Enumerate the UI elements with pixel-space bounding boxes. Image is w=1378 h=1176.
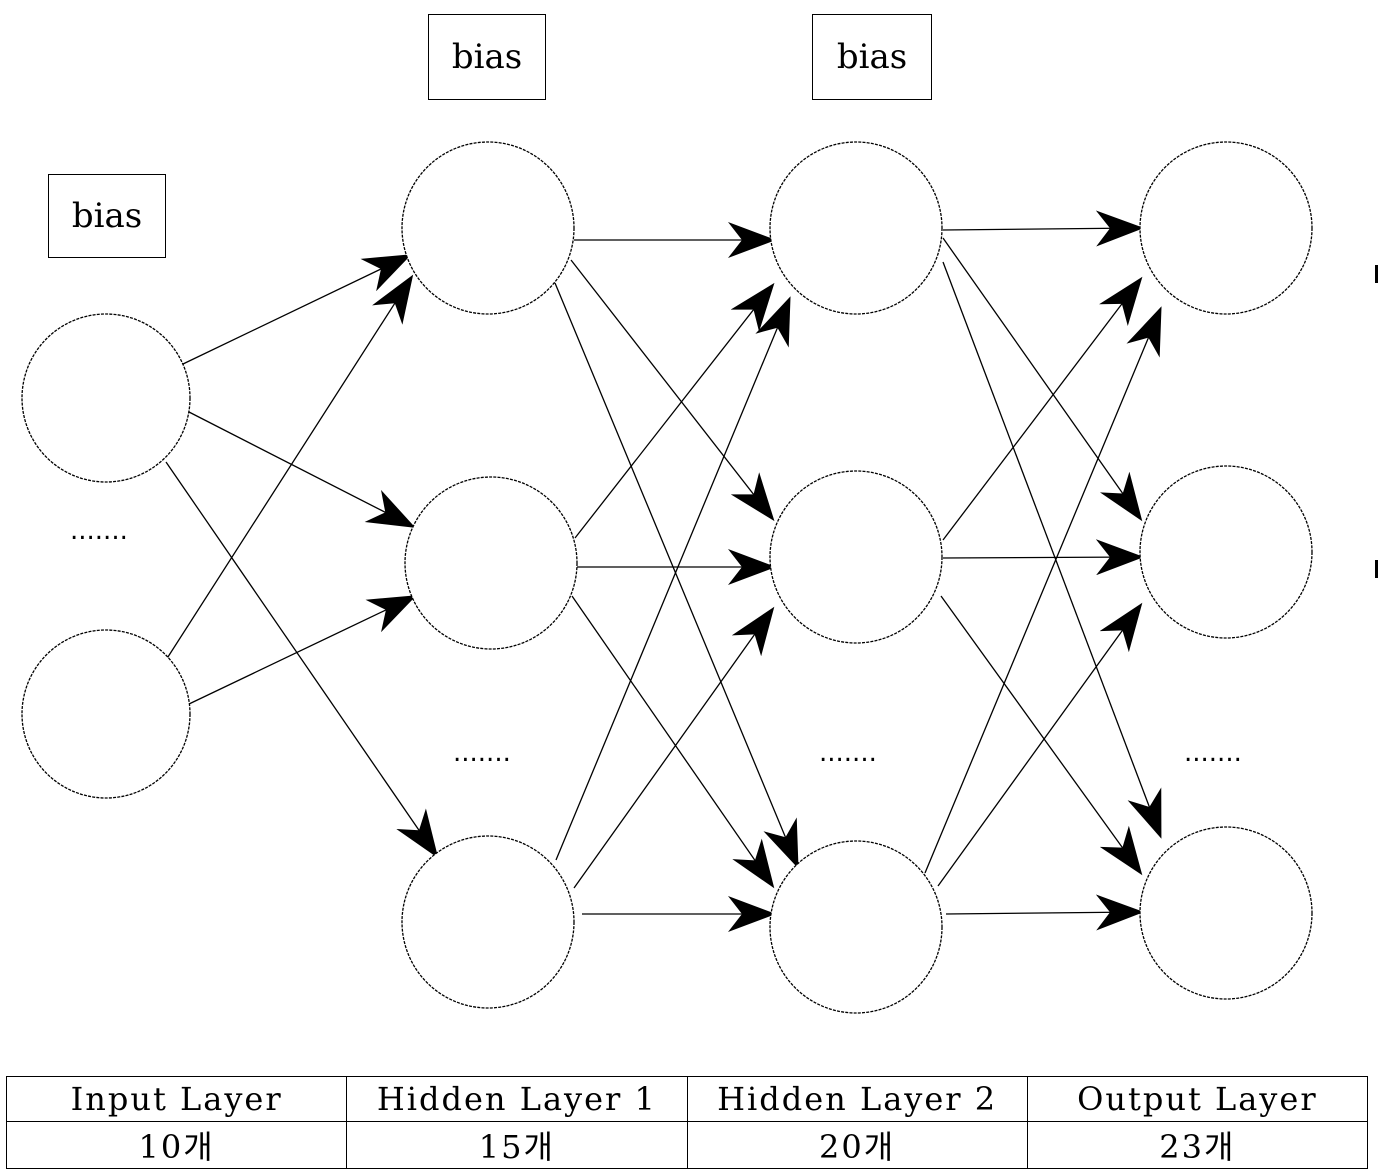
edge-i2-h1b [188, 595, 417, 705]
edge-h1b-h2a [574, 282, 775, 539]
edge-h2b-oa [942, 276, 1143, 541]
output-node-1 [1139, 141, 1313, 315]
table-row-names: Input Layer Hidden Layer 1 Hidden Layer … [5, 1076, 1369, 1122]
network-diagram [21, 141, 1313, 1014]
edge-i2-h1a [165, 274, 414, 661]
edge-h2a-ob [942, 237, 1143, 522]
edge-h2b-ob [942, 539, 1144, 576]
layer-size-table: Input Layer Hidden Layer 1 Hidden Layer … [5, 1076, 1369, 1169]
edge-h1a-h2b [570, 259, 775, 522]
hidden2-node-2 [769, 470, 943, 644]
edge-h1b-h2c [571, 595, 775, 889]
edge-i1-h1a [182, 254, 412, 365]
hidden1-node-3 [401, 835, 575, 1009]
ellipsis-output: ....... [1184, 738, 1242, 768]
connections [165, 210, 1162, 932]
edge-h2c-ob [937, 602, 1143, 887]
bias-box-input: bias [48, 174, 166, 258]
ellipsis-hidden2: ....... [819, 738, 877, 768]
edge-h1c-h2a [555, 296, 791, 861]
edge-mark-top [1375, 265, 1378, 283]
edge-h2a-oc [942, 261, 1162, 839]
layer-count-hidden1: 15개 [346, 1121, 688, 1169]
layer-count-input: 10개 [5, 1121, 348, 1169]
layer-name-input: Input Layer [5, 1076, 348, 1122]
hidden1-node-2 [404, 476, 578, 650]
ellipsis-input: ....... [70, 516, 128, 546]
edge-h1a-h2c [554, 282, 799, 869]
edge-mark-bottom [1375, 560, 1378, 578]
hidden2-node-1 [769, 141, 943, 315]
bias-box-hidden1: bias [428, 14, 546, 100]
layer-name-hidden1: Hidden Layer 1 [346, 1076, 688, 1122]
table-row-counts: 10개 15개 20개 23개 [5, 1121, 1369, 1169]
layer-name-hidden2: Hidden Layer 2 [686, 1076, 1028, 1122]
edge-h2b-oc [940, 595, 1143, 876]
layer-count-output: 23개 [1026, 1121, 1369, 1169]
edge-i1-h1c [165, 461, 439, 859]
edge-i1-h1b [188, 411, 416, 528]
edge-h2c-oc [945, 894, 1144, 931]
bias-box-hidden2: bias [812, 14, 932, 100]
input-node-2 [21, 629, 191, 799]
edge-h2a-oa [942, 210, 1144, 247]
layer-count-hidden2: 20개 [686, 1121, 1028, 1169]
hidden2-node-3 [769, 840, 943, 1014]
ellipsis-hidden1: ....... [453, 738, 511, 768]
layer-name-output: Output Layer [1026, 1076, 1369, 1122]
edge-h2c-oa [924, 306, 1162, 874]
output-node-2 [1139, 465, 1313, 639]
input-node-1 [21, 313, 191, 483]
output-node-3 [1139, 826, 1313, 1000]
edge-h1c-h2b [573, 606, 775, 889]
hidden1-node-1 [401, 141, 575, 315]
